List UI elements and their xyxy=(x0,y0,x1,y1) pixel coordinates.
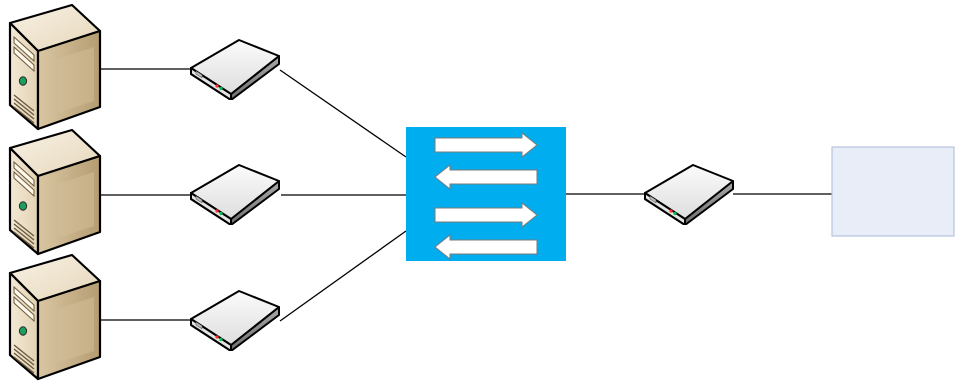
modem-icon xyxy=(190,39,280,100)
modem-icon xyxy=(644,164,734,225)
modem-icon xyxy=(190,290,280,351)
server-icon xyxy=(8,253,102,381)
modem-icon xyxy=(190,164,280,225)
link-modem3-switch xyxy=(279,230,407,322)
server-icon xyxy=(8,128,102,256)
server-icon xyxy=(8,3,102,131)
switch xyxy=(406,127,566,261)
connection-lines xyxy=(100,68,832,322)
link-modem1-switch xyxy=(279,69,407,158)
destination-box xyxy=(831,146,955,237)
